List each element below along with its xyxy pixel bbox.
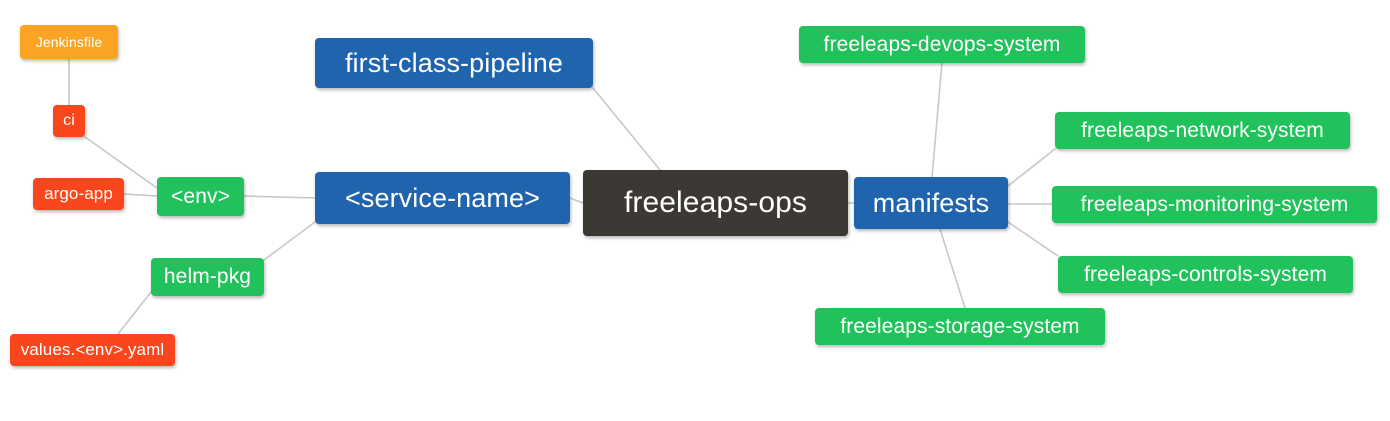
edge-service-to-helm [263,221,316,261]
edge-root-to-service [569,197,584,204]
mindmap-node-jenkins[interactable]: Jenkinsfile [20,25,118,59]
edge-root-to-pipeline [592,87,661,171]
mindmap-node-argo[interactable]: argo-app [33,178,124,210]
edge-helm-to-values [117,291,152,335]
mindmap-node-devops[interactable]: freeleaps-devops-system [799,26,1085,63]
mindmap-node-pipeline[interactable]: first-class-pipeline [315,38,593,88]
mindmap-node-controls[interactable]: freeleaps-controls-system [1058,256,1353,293]
edge-env-to-argo [123,193,158,197]
mindmap-node-helm[interactable]: helm-pkg [151,258,264,296]
mindmap-node-manifests[interactable]: manifests [854,177,1008,229]
edge-manifests-to-network [1007,148,1056,187]
edge-service-to-env [243,195,316,199]
mindmap-node-values[interactable]: values.<env>.yaml [10,334,175,366]
mindmap-node-env[interactable]: <env> [157,177,244,216]
edge-manifests-to-devops [931,62,943,178]
edge-manifests-to-storage [939,228,966,309]
edge-manifests-to-controls [1007,221,1059,257]
mindmap-node-monitoring[interactable]: freeleaps-monitoring-system [1052,186,1377,223]
mindmap-node-storage[interactable]: freeleaps-storage-system [815,308,1105,345]
mindmap-node-network[interactable]: freeleaps-network-system [1055,112,1350,149]
mindmap-node-root[interactable]: freeleaps-ops [583,170,848,236]
mindmap-node-service[interactable]: <service-name> [315,172,570,224]
mindmap-node-ci[interactable]: ci [53,105,85,137]
